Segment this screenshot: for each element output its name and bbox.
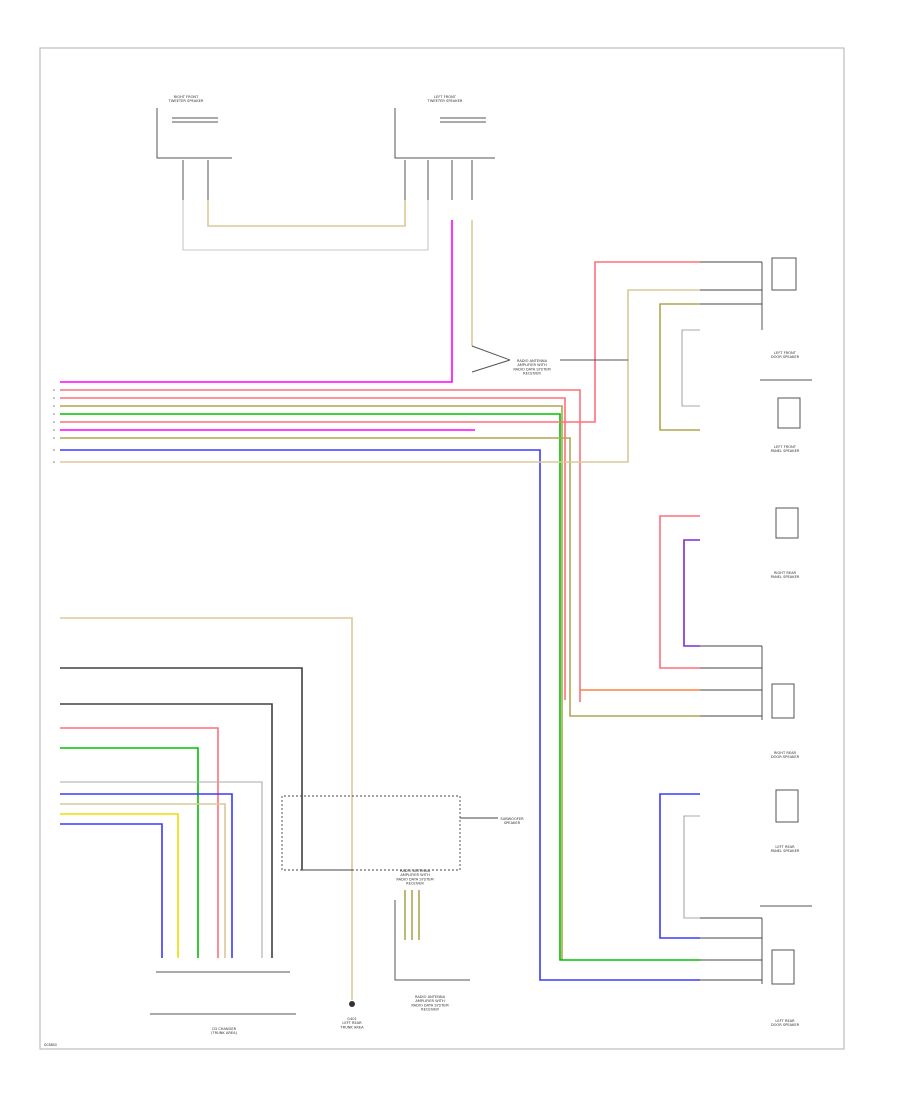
bus-red-3 xyxy=(60,261,700,423)
cd-dark-2 xyxy=(60,703,273,958)
rr-door-leads xyxy=(700,645,762,717)
diagram-frame xyxy=(39,47,845,1050)
bus-red-2 xyxy=(60,397,566,700)
lf-door-leads xyxy=(700,261,762,305)
rr-purple-loop xyxy=(683,539,700,647)
lf-door-gray xyxy=(681,329,700,407)
ground-dashed-box xyxy=(281,795,461,871)
cd-dark-1 xyxy=(60,667,303,870)
lf-door-olive xyxy=(659,303,700,431)
bus-green xyxy=(60,413,700,961)
cd-yellow xyxy=(60,813,179,958)
cd-changer-label: CD CHANGER(TRUNK AREA) xyxy=(211,1027,238,1035)
cd-tan xyxy=(60,803,226,958)
rr-red-loop xyxy=(659,515,700,669)
bus-tan xyxy=(60,289,700,463)
cd-red xyxy=(60,727,219,958)
cd-green xyxy=(60,747,199,958)
bus-olive-2 xyxy=(60,437,700,717)
bus-olive-1 xyxy=(60,405,563,960)
tweeter-gray-wire xyxy=(182,200,429,251)
bus-pins xyxy=(53,389,55,463)
cd-gray xyxy=(60,781,263,958)
cd-changer: CD CHANGER(TRUNK AREA) xyxy=(150,971,296,1035)
lr-door-leads xyxy=(700,917,762,981)
pink-wire xyxy=(60,220,453,383)
cd-blue-1 xyxy=(60,793,233,958)
cd-olive xyxy=(60,617,353,1000)
lr-blue-loop xyxy=(659,793,700,939)
bus-blue xyxy=(60,449,700,981)
diagram-code: DC8BS0 xyxy=(44,1043,57,1047)
tweeter-link-wire xyxy=(207,200,406,227)
cd-blue-2 xyxy=(60,823,163,958)
lr-gray-loop xyxy=(683,815,700,919)
bus-red-1 xyxy=(60,389,581,702)
